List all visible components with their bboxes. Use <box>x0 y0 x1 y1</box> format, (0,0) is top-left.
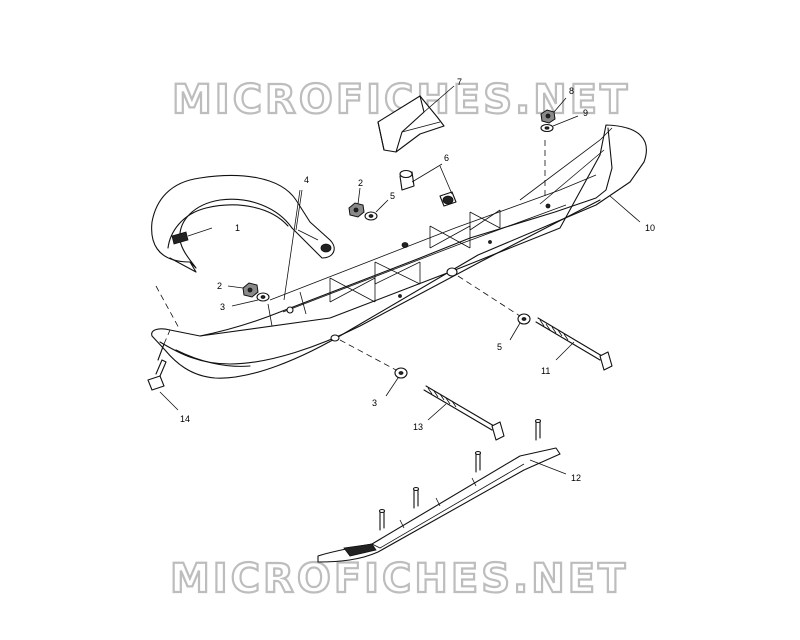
nut-part-8 <box>540 97 567 124</box>
runner-part-12 <box>317 418 567 563</box>
leader-4 <box>283 189 303 301</box>
callout-5-upper: 5 <box>390 191 395 201</box>
callout-6: 6 <box>444 153 449 163</box>
callout-4: 4 <box>304 175 309 185</box>
bolt-part-13 <box>423 385 505 441</box>
callout-14: 14 <box>180 414 190 424</box>
washer-part-3-lower <box>385 367 408 397</box>
washer-part-9 <box>540 115 579 200</box>
callout-12: 12 <box>571 473 581 483</box>
callout-1: 1 <box>235 223 240 233</box>
leader-10 <box>609 195 641 223</box>
bolt-part-14 <box>147 329 179 411</box>
callout-5-right: 5 <box>497 342 502 352</box>
axis-line-handle <box>155 285 181 331</box>
callout-3-lower: 3 <box>372 398 377 408</box>
watermark-top: MICROFICHES.NET <box>172 77 630 123</box>
callout-10: 10 <box>645 223 655 233</box>
ski-body <box>151 124 647 379</box>
ski-handle <box>151 174 335 273</box>
bolt-part-11 <box>535 317 613 371</box>
callout-13: 13 <box>413 422 423 432</box>
callout-7: 7 <box>457 77 462 87</box>
axis-line-lower <box>339 339 397 371</box>
nut-part-2-lower <box>227 282 259 298</box>
clip-part-1 <box>171 227 213 245</box>
washer-part-3-left <box>231 292 270 307</box>
nut-part-2-upper <box>348 187 365 218</box>
callout-8: 8 <box>569 86 574 96</box>
callout-2-upper: 2 <box>358 178 363 188</box>
washer-part-5-right <box>509 313 531 341</box>
axis-line-right <box>457 275 521 317</box>
watermark-bottom: MICROFICHES.NET <box>170 556 628 602</box>
callout-2-lower: 2 <box>217 281 222 291</box>
bushing-part-6 <box>399 163 457 207</box>
washer-part-5-upper <box>364 199 389 221</box>
callout-11: 11 <box>541 366 550 376</box>
wear-pad-part-7 <box>377 85 455 153</box>
callout-3-left: 3 <box>220 302 225 312</box>
callout-9: 9 <box>583 108 588 118</box>
